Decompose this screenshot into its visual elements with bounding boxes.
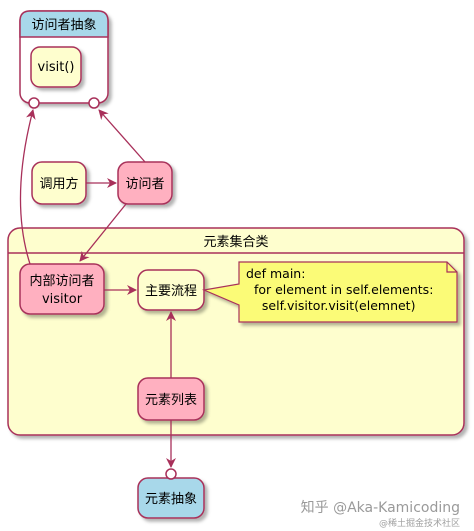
code-note: def main: for element in self.elements: … <box>201 261 458 323</box>
element-interface-port <box>165 468 177 480</box>
watermark-juejin: @稀土掘金技术社区 <box>379 517 460 529</box>
visitor-node: 访问者 <box>117 161 173 205</box>
visit-method-node <box>30 46 82 88</box>
visitor-label: 访问者 <box>125 177 164 192</box>
edge-visitor-to-interface <box>98 109 146 163</box>
note-corner-fold <box>446 262 457 273</box>
main-flow-label: 主要流程 <box>145 284 197 299</box>
visitor-abstract-node: 访问者抽象 visit() <box>19 10 109 109</box>
element-collection-title: 元素集合类 <box>203 234 268 250</box>
element-abstract-label: 元素抽象 <box>145 492 197 507</box>
note-line-1: def main: <box>246 266 305 281</box>
visitor-interface-port-left <box>28 97 40 109</box>
inner-visitor-box <box>19 263 105 315</box>
note-line-3: self.visitor.visit(elemnet) <box>246 298 415 313</box>
note-line-2: for element in self.elements: <box>246 282 433 297</box>
visitor-abstract-title: 访问者抽象 <box>31 18 96 33</box>
edge-visitor-to-inner-visitor <box>79 203 127 262</box>
edge-inner-visitor-to-interface <box>19 109 36 265</box>
visit-method-label: visit() <box>38 60 75 75</box>
element-abstract-node: 元素抽象 <box>137 468 205 519</box>
element-list-label: 元素列表 <box>145 393 197 408</box>
visitor-interface-port-right <box>88 97 100 109</box>
caller-node: 调用方 <box>31 161 87 205</box>
inner-visitor-label-line1: 内部访问者 <box>29 273 94 289</box>
visitor-abstract-header <box>19 10 109 38</box>
inner-visitor-label-line2: visitor <box>42 292 83 307</box>
watermark-zhihu: 知乎 @Aka-Kamicoding <box>301 499 460 516</box>
caller-label: 调用方 <box>39 176 78 192</box>
edges <box>19 109 176 468</box>
element-collection-node: 元素集合类 内部访问者 visitor 主要流程 元素列表 <box>7 227 465 436</box>
note-shape <box>201 261 458 323</box>
element-collection-frame <box>7 227 465 436</box>
